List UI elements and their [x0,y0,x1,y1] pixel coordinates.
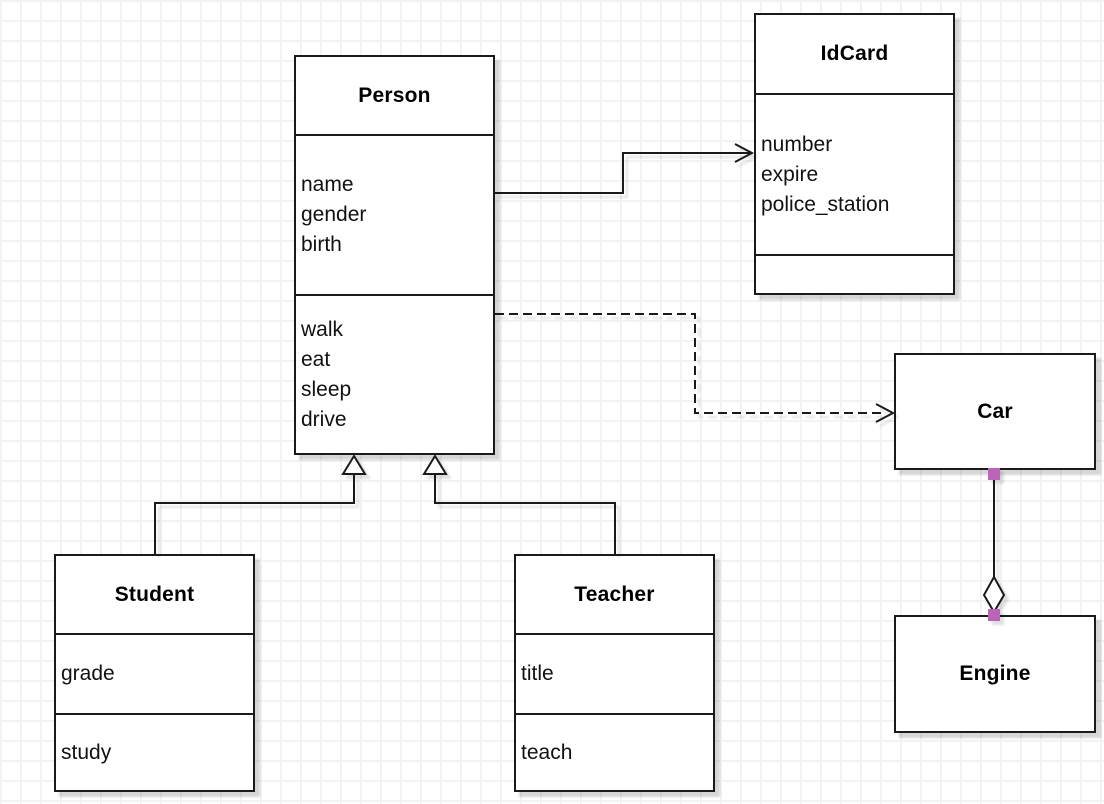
inheritance-teacher-person[interactable] [422,454,616,554]
attribute: police_station [761,192,890,216]
class-person-attributes: name gender birth [296,134,493,294]
hollow-triangle-icon [422,454,448,475]
class-engine[interactable]: Engine [894,615,1096,733]
attribute: birth [301,233,342,256]
hollow-diamond-icon [982,574,1006,614]
class-person[interactable]: Person name gender birth walk eat sleep … [294,55,495,455]
hollow-triangle-icon [341,454,367,475]
method: eat [301,347,331,371]
open-arrow-icon [734,143,755,163]
method: study [61,740,112,764]
class-teacher-title: Teacher [574,582,655,606]
class-student-attributes: grade [56,633,253,713]
class-car-title: Car [977,399,1013,423]
class-teacher[interactable]: Teacher title teach [514,554,715,792]
dependency-person-car[interactable] [495,313,896,423]
method: sleep [301,377,352,401]
attribute: title [521,662,554,685]
class-engine-title: Engine [959,662,1031,685]
class-student-title: Student [114,582,195,606]
class-student[interactable]: Student grade study [54,554,255,792]
class-person-methods: walk eat sleep drive [296,294,493,453]
class-student-methods: study [56,713,253,790]
class-idcard-methods [756,254,953,293]
attribute: gender [301,203,367,226]
method: teach [521,740,573,764]
open-arrow-icon [875,403,896,423]
class-car[interactable]: Car [894,353,1096,470]
inheritance-student-person[interactable] [154,454,367,554]
attribute: grade [61,662,115,685]
attribute: number [761,132,833,156]
method: walk [301,317,344,341]
class-idcard-attributes: number expire police_station [756,93,953,254]
attribute: expire [761,162,819,186]
aggregation-car-engine[interactable] [982,468,1006,621]
attribute: name [301,173,354,196]
class-teacher-methods: teach [516,713,713,790]
method: drive [301,407,347,431]
class-teacher-attributes: title [516,633,713,713]
association-person-idcard[interactable] [495,143,755,194]
class-idcard[interactable]: IdCard number expire police_station [754,13,955,295]
class-person-title: Person [358,83,431,107]
class-idcard-title: IdCard [820,42,889,65]
